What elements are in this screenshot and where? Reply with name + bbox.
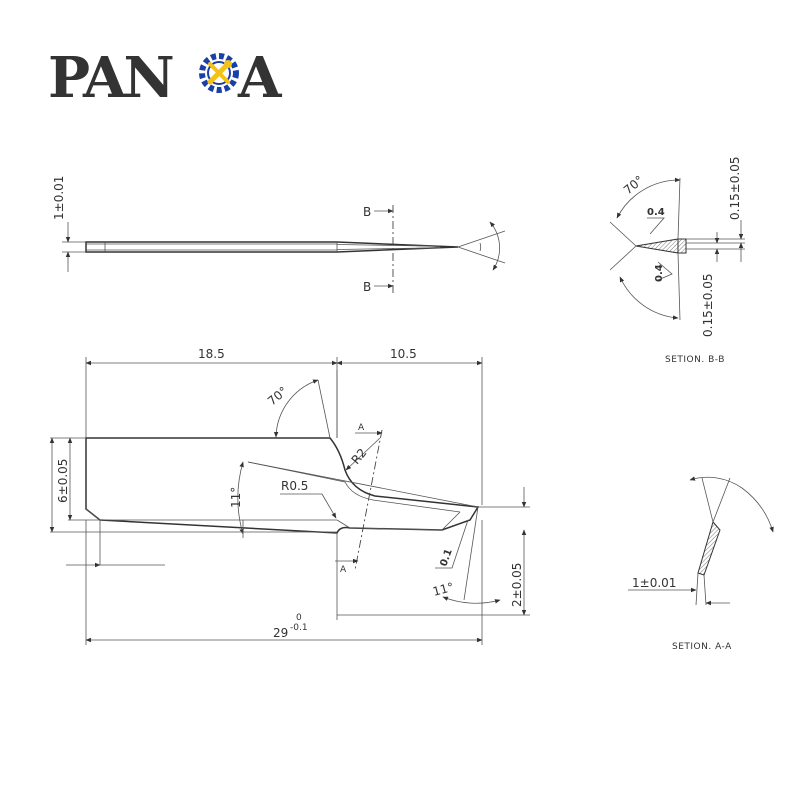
section-aa-caption: SETION. A-A xyxy=(672,642,732,652)
radius-r2: R2 xyxy=(349,446,370,467)
angle-11-left: 11° xyxy=(229,487,243,508)
dim-2: 2±0.05 xyxy=(510,563,524,607)
section-a-bottom: A xyxy=(340,565,347,575)
logo-text-right: A xyxy=(237,45,283,111)
section-aa: 1±0.01 SETION. A-A xyxy=(628,476,774,652)
dim-18-5: 18.5 xyxy=(198,347,225,361)
section-bb-radius-bottom: 0.4 xyxy=(654,264,665,282)
tip-radius: 0.1 xyxy=(438,548,454,568)
length-tol-lower: -0.1 xyxy=(290,623,308,633)
section-bb-shape xyxy=(635,238,679,254)
logo-text-left: PAN xyxy=(48,45,172,111)
length-tol-upper: 0 xyxy=(296,613,302,623)
top-thickness-label: 1±0.01 xyxy=(52,176,66,220)
section-bb-caption: SETION. B-B xyxy=(665,355,725,365)
panda-logo: PAN A xyxy=(48,45,283,111)
section-b-bottom: B xyxy=(363,280,371,294)
section-bb-radius-top: 0.4 xyxy=(647,207,665,218)
front-view: 18.5 10.5 70° R2 R0.5 11° 6±0.05 A A xyxy=(49,347,530,645)
section-a-top: A xyxy=(358,423,365,433)
height-6: 6±0.05 xyxy=(56,459,70,503)
section-aa-shape xyxy=(697,520,721,576)
section-bb-dim-top: 0.15±0.05 xyxy=(728,157,742,221)
dim-10-5: 10.5 xyxy=(390,347,417,361)
length-29: 29 xyxy=(273,626,288,640)
radius-r0-5: R0.5 xyxy=(281,479,308,493)
section-aa-thickness: 1±0.01 xyxy=(632,576,676,590)
section-a-line xyxy=(354,429,383,571)
section-bb-angle: 70° xyxy=(621,173,646,197)
gear-wrench-icon xyxy=(199,53,239,93)
section-bb: 70° 0.4 0.4 0.15±0.05 0.15±0.05 SETION. … xyxy=(609,157,745,365)
top-view: 1±0.01 B B xyxy=(52,176,506,294)
blade-top-outline xyxy=(85,241,459,253)
section-b-top: B xyxy=(363,205,371,219)
section-bb-dim-bottom: 0.15±0.05 xyxy=(701,274,715,338)
angle-11-tip: 11° xyxy=(431,580,455,599)
